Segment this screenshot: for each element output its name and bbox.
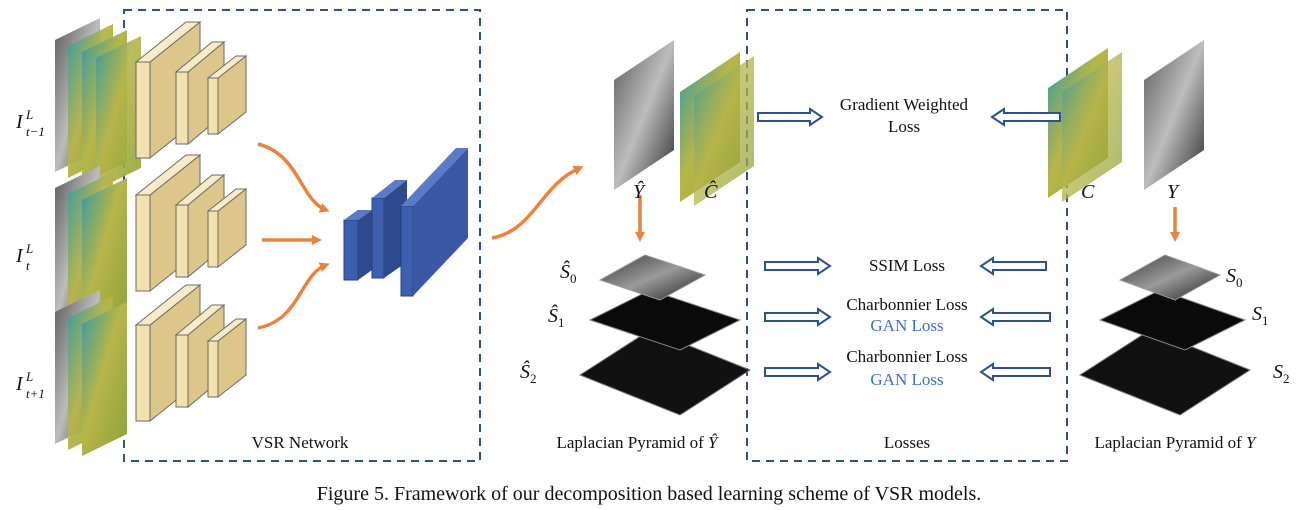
arrow-to-charb1-right [979, 307, 1051, 327]
level-s-1: S1 [1252, 303, 1269, 328]
loss-charbonnier-1: Charbonnier Loss [846, 295, 967, 314]
level-s-hat-0: Ŝ0 [560, 259, 577, 286]
loss-gan-2: GAN Loss [870, 370, 943, 389]
pyramid-right-title: Laplacian Pyramid of Y [1095, 433, 1258, 452]
level-s-hat-1: Ŝ1 [548, 303, 565, 330]
figure-caption: Figure 5. Framework of our decomposition… [317, 483, 982, 505]
svg-text:t+1: t+1 [26, 386, 45, 401]
loss-gradient-weighted-l1: Gradient Weighted [840, 95, 969, 114]
feature-block-top [174, 41, 226, 73]
orange-arrows [257, 142, 1180, 330]
losses-box [746, 9, 1068, 462]
arrow-to-charb2-left [764, 362, 832, 382]
fusion-blocks [343, 148, 468, 297]
feature-block-top [174, 304, 226, 336]
gt-image-y [1144, 40, 1204, 190]
input-frames-prev [55, 18, 141, 190]
arrow-to-gradient-loss-left [757, 107, 824, 127]
level-s-hat-2: Ŝ2 [520, 359, 537, 386]
arrow-to-gradient-loss-right [990, 107, 1061, 127]
feature-block-top [134, 21, 202, 63]
feature-block-front [135, 324, 151, 422]
feature-block-top [174, 174, 226, 206]
feature-block-front [207, 77, 219, 135]
loss-ssim: SSIM Loss [869, 256, 945, 275]
feature-block-top [206, 55, 248, 79]
svg-text:L: L [25, 369, 33, 384]
feature-block-front [207, 210, 219, 268]
arrow-to-ssim-left [764, 256, 832, 276]
svg-text:I: I [15, 245, 24, 267]
svg-text:L: L [25, 107, 33, 122]
label-input-prev: I L t−1 [15, 107, 45, 139]
feature-block-front [135, 61, 151, 159]
label-y: Y [1167, 181, 1180, 203]
label-c: C [1081, 181, 1095, 203]
label-input-cur: I L t [15, 241, 33, 273]
pyramid-left-labels: Ŝ0 Ŝ1 Ŝ2 [520, 259, 577, 386]
losses-title: Losses [884, 433, 930, 452]
pyramid-left [578, 254, 752, 416]
label-input-next: I L t+1 [15, 369, 45, 401]
feature-block-front [175, 334, 189, 408]
svg-text:I: I [15, 373, 24, 395]
level-s-2: S2 [1273, 361, 1290, 386]
loss-gan-1: GAN Loss [870, 316, 943, 335]
feature-block-front [207, 340, 219, 398]
output-image-c-hat [680, 52, 754, 206]
svg-text:I: I [15, 111, 24, 133]
svg-text:t−1: t−1 [26, 124, 45, 139]
pyramid-right [1078, 254, 1252, 416]
feature-block-front [175, 204, 189, 278]
label-c-hat: Ĉ [704, 179, 718, 203]
arrow-to-ssim-right [979, 256, 1047, 276]
feature-extractor-blocks [134, 20, 248, 423]
loss-gradient-weighted-l2: Loss [888, 117, 920, 136]
loss-charbonnier-2: Charbonnier Loss [846, 347, 967, 366]
arrow-to-charb2-right [979, 362, 1051, 382]
input-frames-cur [55, 166, 127, 332]
gt-image-c [1048, 48, 1122, 202]
input-frames-next [55, 290, 127, 456]
arrow-to-charb1-left [764, 307, 832, 327]
pyramid-left-title: Laplacian Pyramid of Ŷ [557, 433, 720, 452]
feature-block-top [206, 318, 248, 342]
feature-block-front [175, 71, 189, 145]
level-s-0: S0 [1226, 265, 1243, 290]
feature-block-top [134, 284, 202, 326]
feature-block-front [135, 194, 151, 292]
hollow-arrows [757, 107, 1061, 382]
svg-text:L: L [25, 241, 33, 256]
label-y-hat: Ŷ [633, 180, 646, 203]
svg-text:t: t [26, 258, 30, 273]
feature-block-top [134, 154, 202, 196]
feature-block-top [206, 188, 248, 212]
vsr-network-title: VSR Network [252, 433, 349, 452]
output-image-y-hat [614, 40, 674, 190]
